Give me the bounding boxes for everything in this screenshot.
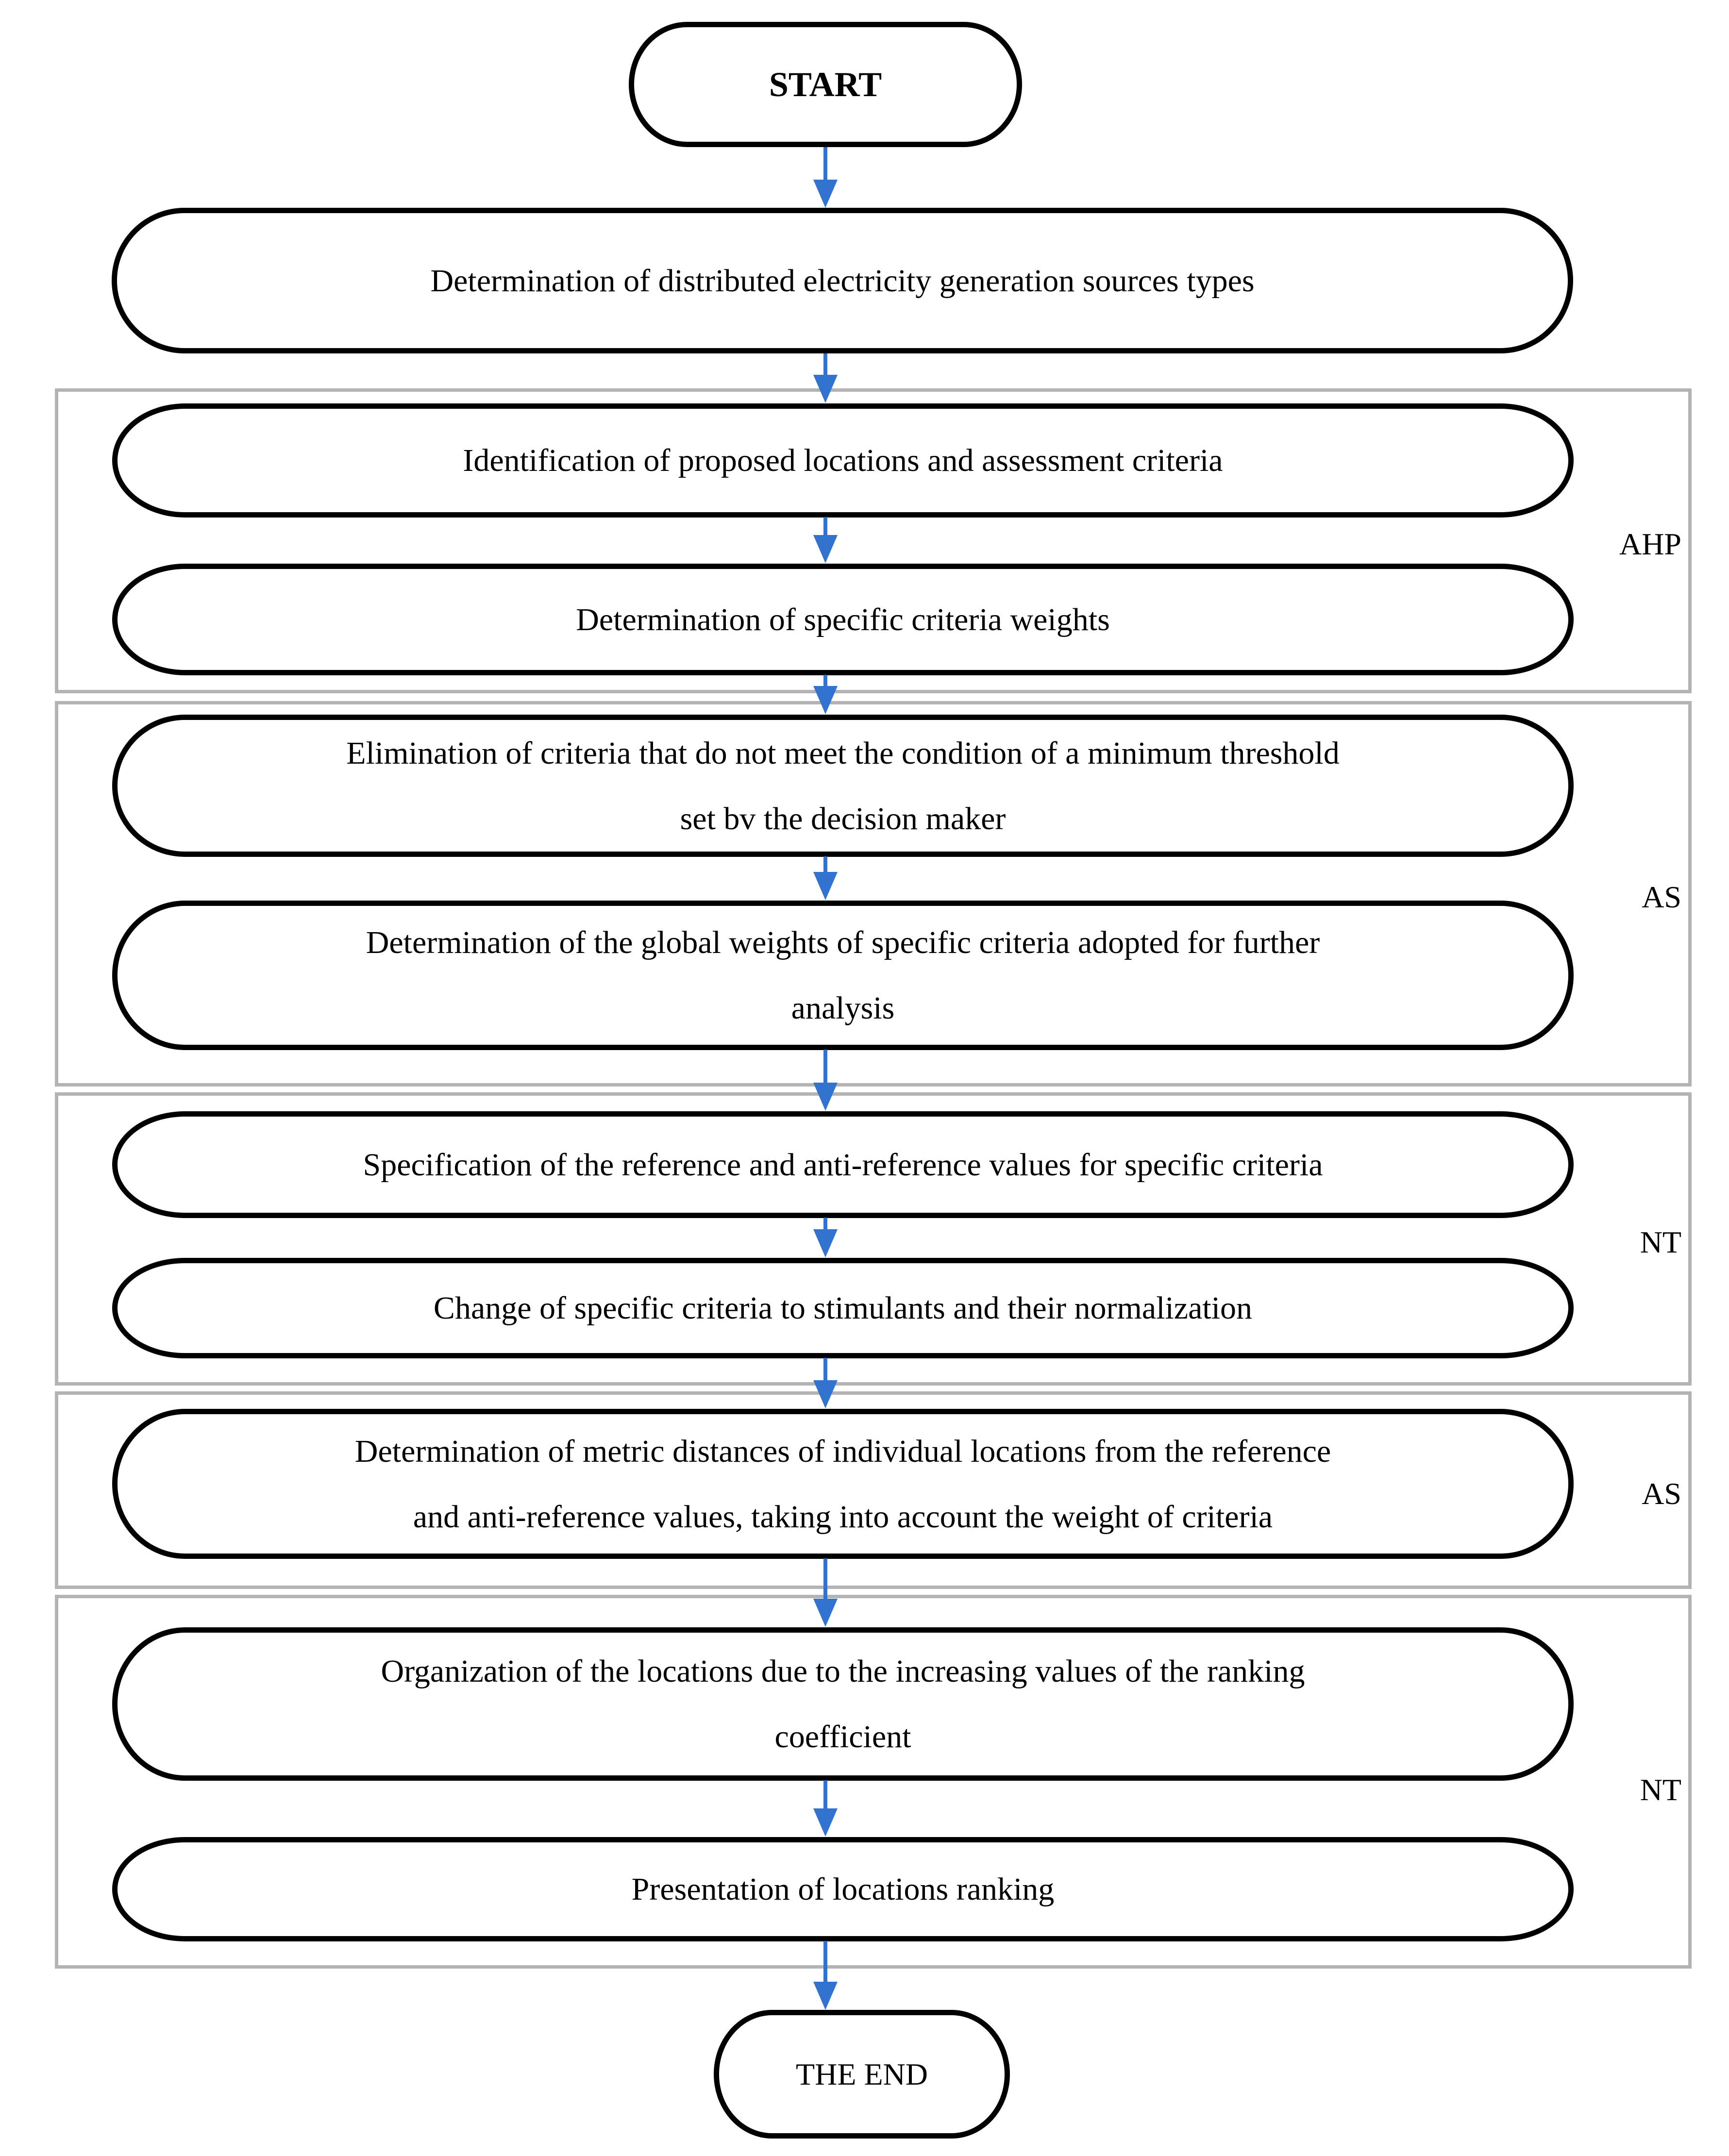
group-as-2: AS Determination of metric distances of …: [55, 1391, 1692, 1589]
group-as-1: AS Elimination of criteria that do not m…: [55, 701, 1692, 1086]
step-identification-locations: Identification of proposed locations and…: [112, 403, 1574, 518]
group-label-nt-1: NT: [1640, 1225, 1681, 1259]
start-node: START: [629, 22, 1022, 147]
step-organization-locations: Organization of the locations due to the…: [112, 1627, 1574, 1781]
step-text: Specification of the reference and anti-…: [363, 1147, 1323, 1183]
group-nt-2: NT Organization of the locations due to …: [55, 1595, 1692, 1969]
group-ahp: AHP Identification of proposed locations…: [55, 388, 1692, 693]
group-label-as-1: AS: [1642, 880, 1681, 914]
step-text: Determination of metric distances of ind…: [354, 1433, 1331, 1469]
group-label-nt-2: NT: [1640, 1772, 1681, 1807]
step-text: and anti-reference values, taking into a…: [413, 1499, 1273, 1535]
step-metric-distances: Determination of metric distances of ind…: [112, 1409, 1574, 1559]
step-text: Determination of distributed electricity…: [430, 263, 1255, 299]
step-text: Change of specific criteria to stimulant…: [433, 1290, 1253, 1326]
step-stimulants-normalization: Change of specific criteria to stimulant…: [112, 1258, 1574, 1358]
step-reference-values: Specification of the reference and anti-…: [112, 1111, 1574, 1218]
step-text: Determination of specific criteria weigh…: [576, 602, 1110, 637]
start-label: START: [769, 65, 882, 104]
step-elimination-criteria: Elimination of criteria that do not meet…: [112, 715, 1574, 857]
group-label-as-2: AS: [1642, 1476, 1681, 1511]
step-text: Presentation of locations ranking: [631, 1872, 1055, 1907]
step-text: Determination of the global weights of s…: [366, 925, 1320, 960]
step-determination-sources: Determination of distributed electricity…: [112, 208, 1573, 353]
step-criteria-weights: Determination of specific criteria weigh…: [112, 564, 1574, 675]
step-text: analysis: [791, 990, 895, 1026]
step-text: Identification of proposed locations and…: [463, 443, 1223, 478]
end-node: THE END: [714, 2010, 1010, 2139]
group-label-ahp: AHP: [1619, 527, 1681, 561]
step-text: coefficient: [774, 1719, 911, 1755]
group-nt-1: NT Specification of the reference and an…: [55, 1092, 1692, 1386]
step-text: Organization of the locations due to the…: [381, 1654, 1305, 1689]
step-global-weights: Determination of the global weights of s…: [112, 901, 1574, 1050]
end-label: THE END: [796, 2057, 928, 2091]
step-presentation-ranking: Presentation of locations ranking: [112, 1837, 1574, 1941]
step-text: Elimination of criteria that do not meet…: [346, 735, 1340, 771]
step-text: set bv the decision maker: [680, 801, 1006, 836]
